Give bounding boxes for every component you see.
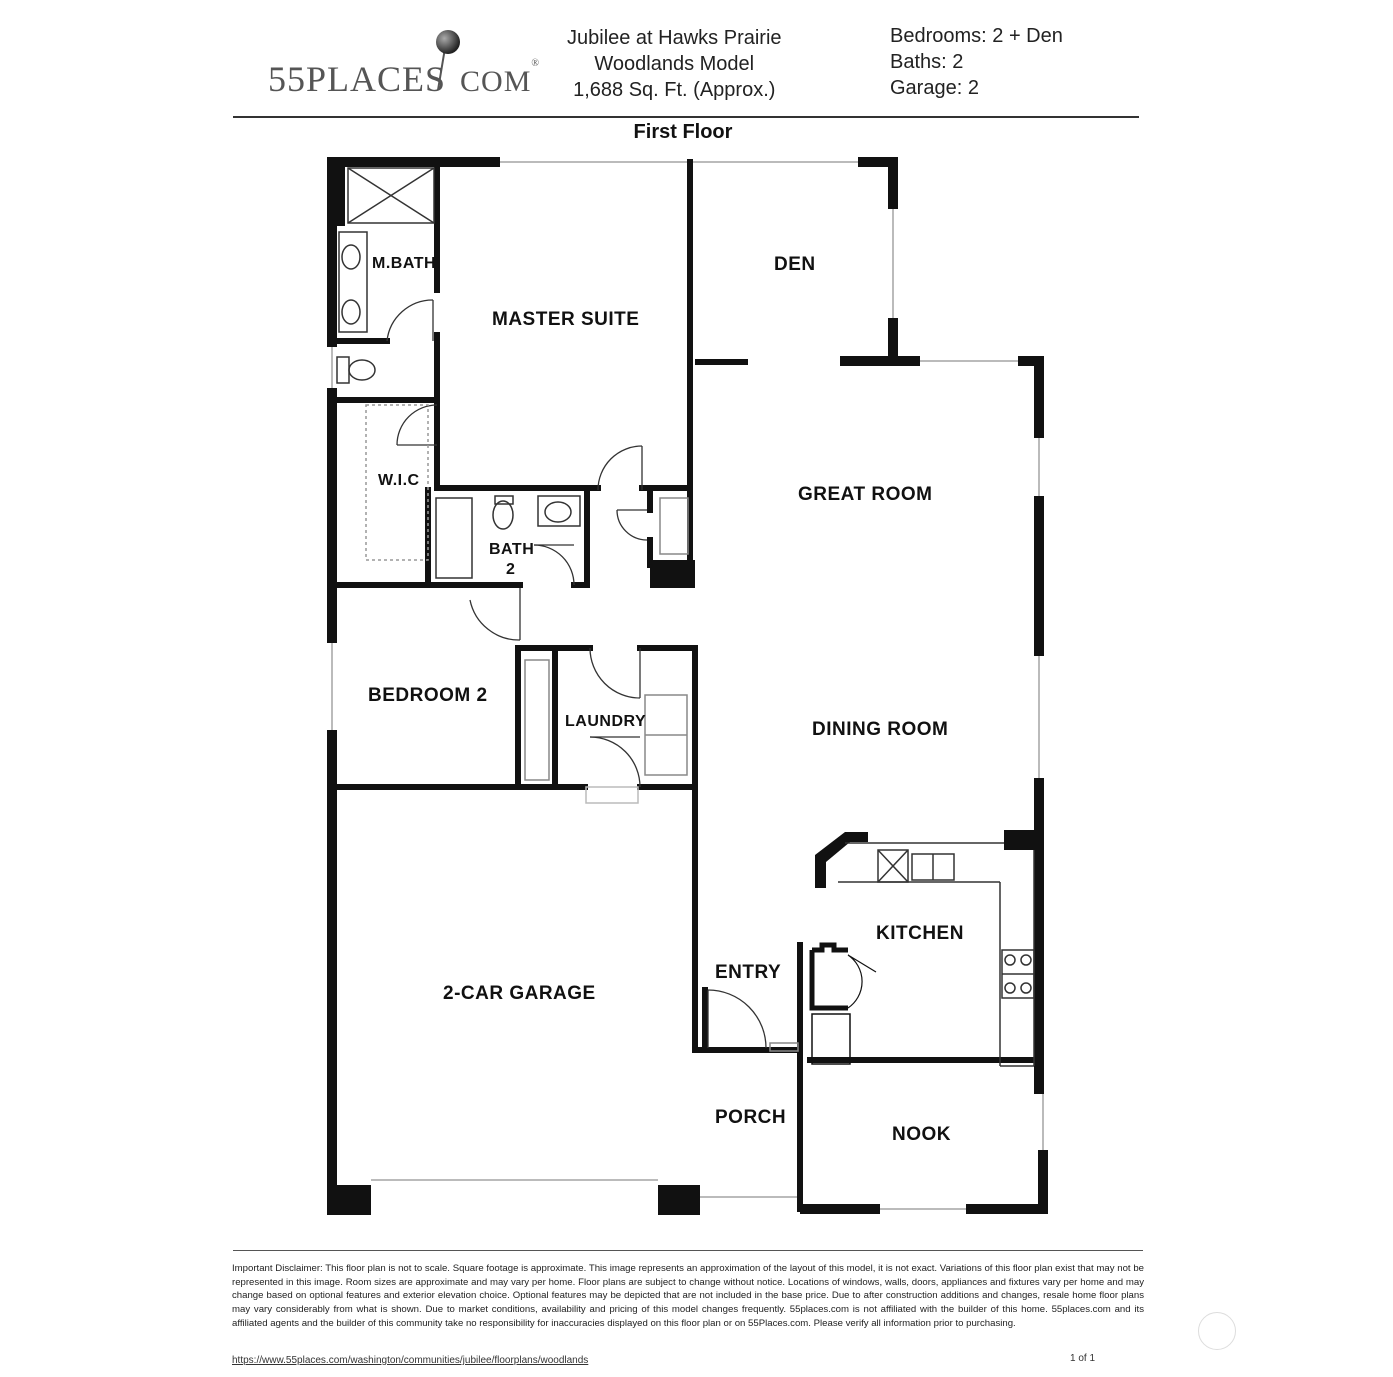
closet-blocks (650, 560, 1042, 850)
label-wic: W.I.C (378, 472, 420, 489)
floor-title: First Floor (633, 121, 733, 143)
interior-walls (329, 159, 1043, 1212)
label-bedroom2: BEDROOM 2 (368, 685, 488, 706)
label-kitchen: KITCHEN (876, 923, 964, 944)
model-title-block: Jubilee at Hawks Prairie Woodlands Model… (567, 25, 782, 103)
kitchen-corner-wall (815, 832, 868, 888)
label-master-suite: MASTER SUITE (492, 309, 639, 330)
logo-reg: ® (531, 58, 541, 69)
kitchen-counter (838, 842, 1035, 1067)
label-laundry: LAUNDRY (565, 713, 646, 730)
label-entry: ENTRY (715, 962, 781, 983)
door-swings (386, 299, 767, 1049)
map-pin-icon (436, 30, 460, 91)
label-den: DEN (774, 254, 816, 275)
model-name: Woodlands Model (594, 53, 755, 75)
label-porch: PORCH (715, 1107, 786, 1128)
bedrooms-spec: Bedrooms: 2 + Den (890, 25, 1063, 47)
footer-divider (233, 1250, 1143, 1251)
window-lines (331, 161, 1044, 1210)
baths-spec: Baths: 2 (890, 51, 964, 73)
garage-spec: Garage: 2 (890, 77, 979, 99)
label-bath2-number: 2 (506, 561, 515, 578)
community-name: Jubilee at Hawks Prairie (567, 27, 782, 49)
square-footage: 1,688 Sq. Ft. (Approx.) (573, 79, 776, 101)
page-number: 1 of 1 (1070, 1353, 1096, 1364)
label-garage: 2-CAR GARAGE (443, 983, 596, 1004)
exterior-walls (327, 157, 1048, 1215)
site-logo: 55PLACES COM® (268, 58, 540, 100)
label-nook: NOOK (892, 1124, 951, 1145)
fixtures (336, 167, 799, 1052)
label-mbath: M.BATH (372, 255, 436, 272)
logo-text-tld: COM (460, 65, 532, 98)
label-great-room: GREAT ROOM (798, 484, 932, 505)
scan-stamp (1198, 1312, 1236, 1350)
label-bath2: BATH (489, 541, 534, 558)
label-dining-room: DINING ROOM (812, 719, 948, 740)
specs-block: Bedrooms: 2 + Den Baths: 2 Garage: 2 (890, 23, 1063, 101)
source-url-link[interactable]: https://www.55places.com/washington/comm… (232, 1355, 589, 1366)
disclaimer-text: Important Disclaimer: This floor plan is… (232, 1263, 1144, 1329)
header-divider (233, 116, 1139, 118)
pantry (809, 942, 877, 1065)
logo-text-main: 55PLACES (268, 59, 447, 99)
